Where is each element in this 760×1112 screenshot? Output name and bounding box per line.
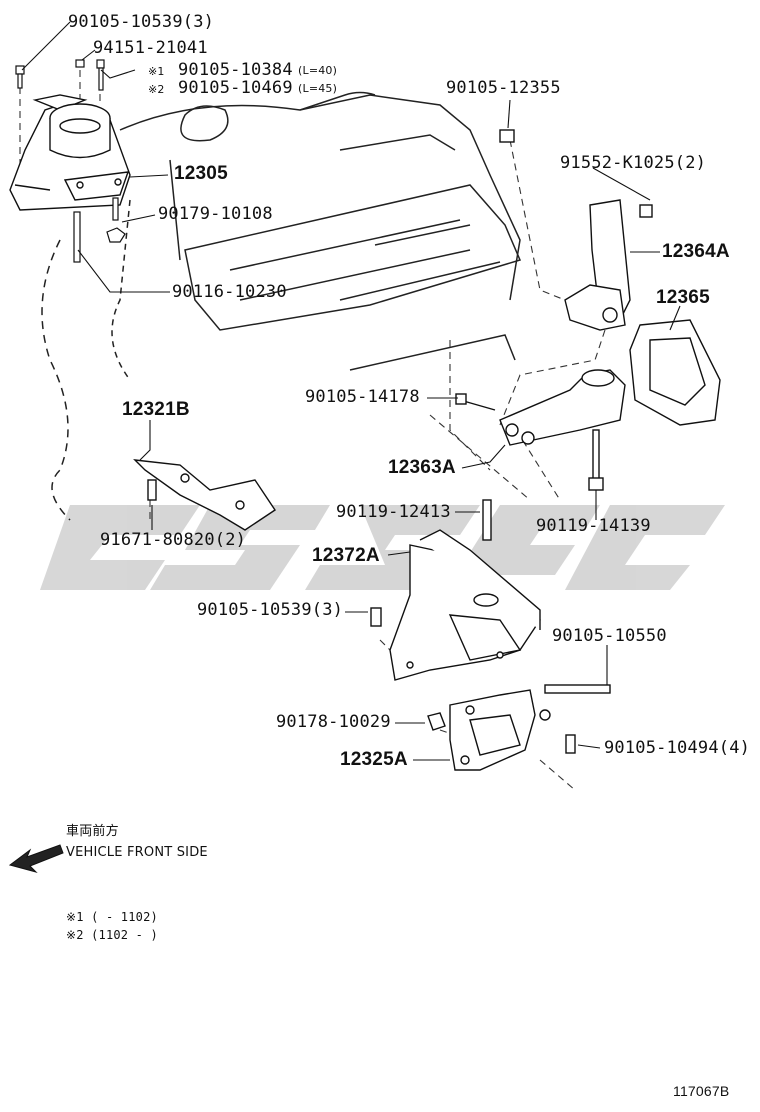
part-label-90179-10108: 90179-10108 [158,204,273,224]
bolt-length-45: (L=45) [298,82,338,95]
mark-note-2: ※2 [148,83,165,96]
bolt-length-40: (L=40) [298,64,338,77]
part-label-12325A: 12325A [340,749,408,770]
footnote-2: ※2 (1102 - ) [66,928,158,942]
engine-block-outline [41,91,522,521]
part-label-12372A: 12372A [312,545,380,566]
part-label-90119-14139: 90119-14139 [536,516,651,536]
part-label-91552-K1025: 91552-K1025(2) [560,153,707,173]
part-label-90105-10384: 90105-10384 [178,60,293,80]
footnote-1: ※1 ( - 1102) [66,910,158,924]
bracket-12321B [133,459,276,531]
rear-mount-parts [455,129,721,491]
bracket-12325A [427,684,611,771]
bracket-12372A [370,499,541,681]
part-label-94151-21041: 94151-21041 [93,38,208,58]
part-label-91671-80820: 91671-80820(2) [100,530,247,550]
part-label-90105-12355: 90105-12355 [446,78,561,98]
figure-code: 117067B [673,1083,730,1099]
part-label-90119-12413: 90119-12413 [336,502,451,522]
part-label-90105-10550: 90105-10550 [552,626,667,646]
arrow-left-icon [8,844,64,873]
mark-note-1: ※1 [148,65,165,78]
part-label-90105-10494: 90105-10494(4) [604,738,751,758]
direction-label-en: VEHICLE FRONT SIDE [66,845,208,860]
part-label-90105-10539-b: 90105-10539(3) [197,600,344,620]
part-label-12364A: 12364A [662,241,730,262]
part-label-90116-10230: 90116-10230 [172,282,287,302]
part-label-12363A: 12363A [388,457,456,478]
leader-lines [21,21,681,761]
part-label-90105-14178: 90105-14178 [305,387,420,407]
part-label-12365: 12365 [656,287,710,308]
direction-label-jp: 車両前方 [66,824,119,839]
part-label-90105-10469: 90105-10469 [178,78,293,98]
mount-12305 [9,94,131,211]
bolts-top-left [15,59,126,263]
part-label-90178-10029: 90178-10029 [276,712,391,732]
part-label-90105-10539: 90105-10539(3) [68,12,215,32]
part-label-12321B: 12321B [122,399,190,420]
part-label-12305: 12305 [174,163,228,184]
